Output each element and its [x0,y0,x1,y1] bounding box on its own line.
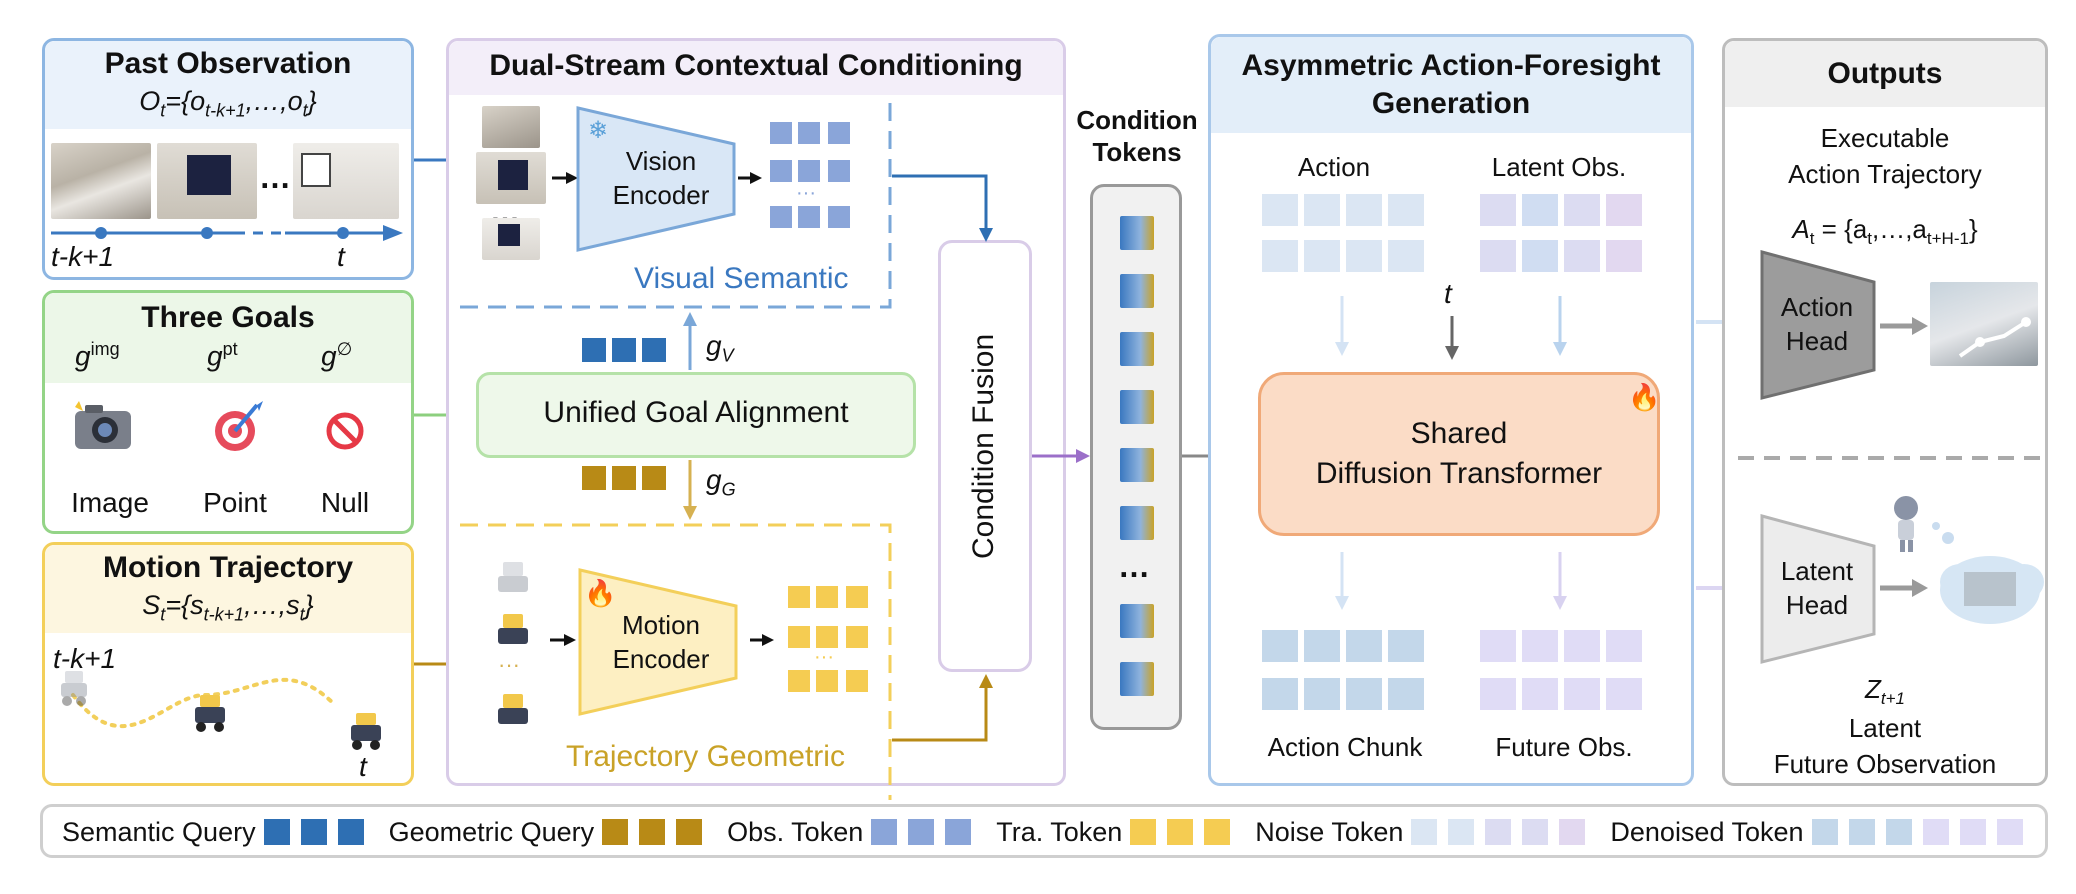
observation-thumbnail [476,152,546,204]
robot-icon [498,694,528,724]
shared-dit-box [1258,372,1660,536]
goal-label-point: Point [203,487,267,518]
past-observation-header [45,41,411,129]
observation-thumbnail [482,106,540,148]
action-label: Action [1297,152,1371,182]
gv-label: gV [706,330,734,366]
prohibited-icon [326,412,364,450]
observation-formula: Ot={ot-k+1,…,ot} [139,86,317,121]
traj-formula: At = {at,…,at+H-1} [1792,214,1978,249]
future-obs-label: Future Obs. [1495,732,1633,762]
robot-icon [498,614,528,644]
trajectory-output-image [1930,282,2038,366]
legend-denoised-token: Denoised Token [1610,817,2025,848]
motion-trajectory-panel: Motion Trajectory St={st-k+1,…,st} t-k+1… [42,542,414,786]
trajectory-formula: St={st-k+1,…,st} [142,590,314,625]
outputs-panel: Outputs [1722,38,2048,786]
observation-image [293,143,399,219]
snowflake-icon: ❄ [588,117,609,144]
panel-title: Outputs [1827,57,1943,90]
panel-title: Three Goals [141,301,315,334]
action-chunk-label: Action Chunk [1267,732,1423,762]
z-label: Zt+1 [1865,674,1905,709]
goal-label-null: Null [320,487,370,518]
axis-start-label: t-k+1 [51,241,115,272]
motion-trajectory-header [45,545,411,633]
legend-semantic-query: Semantic Query [62,817,367,848]
three-goals-header [45,293,411,383]
goal-label-image: Image [71,487,149,518]
latent-obs-label: Latent Obs. [1491,152,1627,182]
ellipsis: … [259,159,291,195]
goal-point-symbol: gpt [207,339,238,372]
asymmetric-header [1211,37,1691,133]
panel-title: Motion Trajectory [102,551,354,584]
camera-icon [75,401,131,449]
thought-cloud [1940,556,2044,624]
panel-title: Past Observation [104,47,352,80]
trajectory-path [61,671,381,750]
legend-items: Semantic Query Geometric Query Obs. Toke… [62,808,2026,856]
fire-icon: 🔥 [584,578,617,608]
dual-stream-header [449,41,1063,95]
goal-null-symbol: g∅ [321,339,353,372]
gg-label: gG [706,464,736,500]
legend-tra-token: Tra. Token [996,817,1233,848]
ellipsis: ··· [498,652,520,677]
legend-bar [40,804,2048,858]
time-axis [51,225,403,241]
target-icon [215,401,263,451]
robot-icon [61,671,87,706]
visual-semantic-label: Visual Semantic [634,262,849,295]
past-observation-panel: Past Observation Ot={ot-k+1,…,ot} … t-k+… [42,38,414,280]
robot-icon [1894,496,1918,552]
legend-noise-token: Noise Token [1255,817,1588,848]
condition-fusion-box [938,240,1032,672]
goal-image-symbol: gimg [75,339,120,372]
observation-thumbnail [482,218,540,260]
panel-title: Dual-Stream Contextual Conditioning [489,49,1023,82]
unified-goal-label: Unified Goal Alignment [543,396,849,429]
fire-icon: 🔥 [1628,382,1661,412]
axis-end-label: t [337,241,345,272]
trajectory-geometric-label: Trajectory Geometric [566,740,845,773]
observation-image [157,143,257,219]
three-goals-panel: Three Goals gimg gpt g∅ Image Point Null [42,290,414,534]
unified-goal-alignment [476,372,916,458]
trajectory-start-label: t-k+1 [53,643,117,674]
timestep-label: t [1444,278,1452,309]
legend-obs-token: Obs. Token [727,817,974,848]
observation-image [51,143,151,219]
robot-icon [195,695,225,732]
robot-icon [498,562,528,592]
outputs-header [1725,41,2045,107]
robot-icon [351,713,381,750]
trajectory-end-label: t [359,751,367,782]
legend-geometric-query: Geometric Query [389,817,706,848]
